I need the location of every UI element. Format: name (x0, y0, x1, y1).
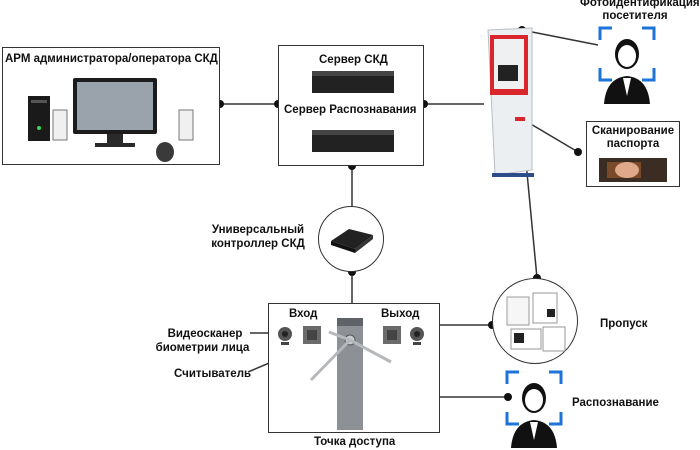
kiosk-icon (487, 27, 534, 177)
server-skd-label: Сервер СКД (319, 54, 388, 66)
passport-label-2: паспорта (606, 138, 660, 150)
camera-icon (410, 327, 424, 345)
recognition-label: Распознавание (572, 397, 659, 409)
passport-box: Сканирование паспорта (586, 121, 680, 187)
server-box: Сервер СКД Сервер Распознавания (278, 45, 424, 166)
line-kiosk-passport (523, 119, 579, 153)
reader-label: Считыватель (174, 368, 252, 380)
controller-label-1: Универсальный (211, 224, 305, 236)
arm-label: АРМ администратора/оператора СКД (5, 53, 218, 65)
server-recognition-label: Сервер Распознавания (284, 104, 417, 116)
pass-card-icon (506, 292, 566, 352)
photo-id-group: Фотоидентификация посетителя (580, 0, 700, 110)
passport-scanner-icon (599, 158, 667, 182)
arm-box: АРМ администратора/оператора СКД (2, 47, 220, 165)
access-point-box: Вход Выход (268, 303, 440, 433)
exit-label: Выход (381, 308, 420, 320)
camera-icon (278, 327, 292, 345)
passport-label-1: Сканирование (591, 125, 675, 137)
controller-label-2: контроллер СКД (211, 238, 305, 250)
pass-circle (492, 278, 578, 364)
face-id-icon (505, 370, 563, 448)
videoscanner-label-1: Видеосканер (167, 328, 243, 340)
videoscanner-label-2: биометрии лица (155, 342, 250, 354)
server-icon (312, 71, 394, 152)
node-dot (504, 393, 512, 401)
face-id-icon (598, 26, 656, 104)
pass-label: Пропуск (600, 318, 648, 330)
turnstile-icon (278, 318, 424, 430)
access-point-label: Точка доступа (314, 436, 396, 448)
line-kiosk-photo (521, 29, 599, 46)
entry-label: Вход (289, 308, 318, 320)
node-dot (574, 148, 582, 156)
controller-icon (331, 229, 373, 253)
photo-id-label-1: Фотоидентификация (580, 0, 700, 9)
photo-id-label-2: посетителя (602, 10, 668, 22)
computer-icon (28, 78, 194, 162)
controller-circle (318, 206, 384, 272)
